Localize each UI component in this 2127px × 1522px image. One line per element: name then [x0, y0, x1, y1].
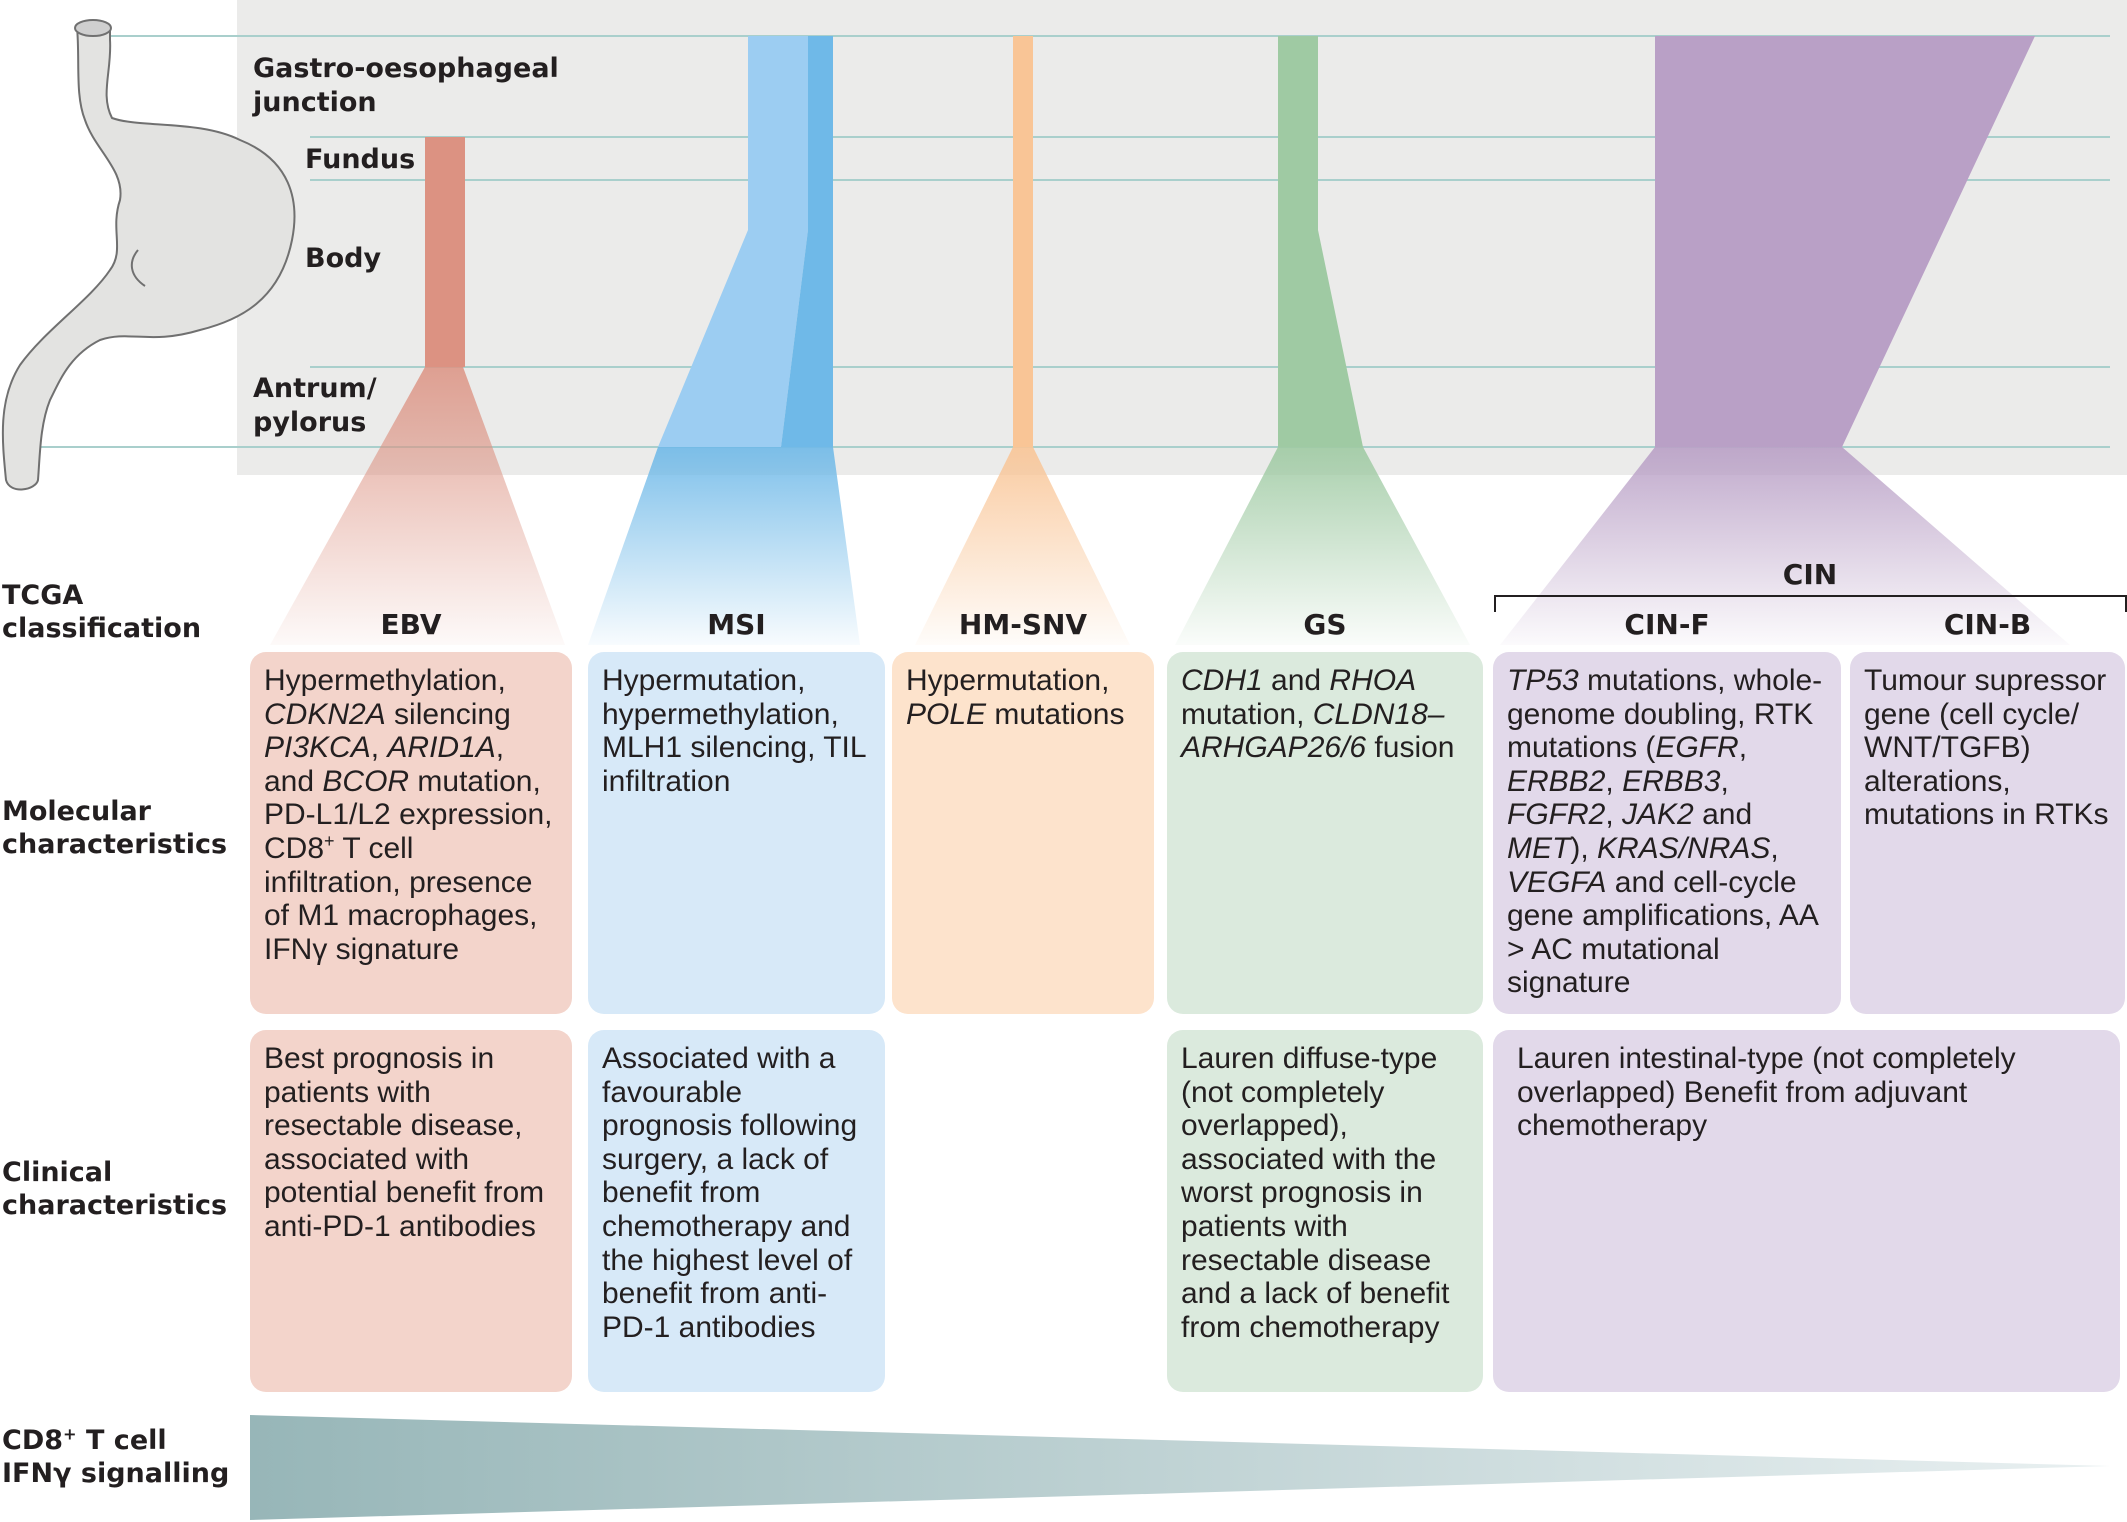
- region-fundus-label: Fundus: [305, 144, 416, 175]
- gs-funnel: [1175, 447, 1470, 645]
- row-label-clinical: Clinical characteristics: [2, 1157, 228, 1221]
- ebv-band: [425, 137, 465, 367]
- col-title-cin: CIN: [1782, 558, 1838, 591]
- msi-molecular-box: Hypermutation, hypermethylation, MLH1 si…: [588, 652, 885, 1014]
- row-label-tcga: TCGA classification: [2, 580, 202, 644]
- region-body-label: Body: [305, 243, 382, 274]
- col-title-cinb: CIN-B: [1943, 608, 2032, 641]
- stomach-icon: [1, 19, 296, 491]
- gs-molecular-box: CDH1 and RHOA mutation, CLDN18– ARHGAP26…: [1167, 652, 1483, 1014]
- cin-clinical-box: Lauren intestinal-type (not completely o…: [1493, 1030, 2120, 1392]
- ebv-clinical-box: Best prognosis in patients with resectab…: [250, 1030, 572, 1392]
- gs-band: [1278, 36, 1363, 447]
- row-label-gradient: CD8+ T cell IFNγ signalling: [2, 1424, 230, 1489]
- region-gej-label: Gastro-oesophageal junction: [253, 53, 559, 119]
- row-label-molecular: Molecular characteristics: [2, 796, 228, 860]
- msi-band-dark: [781, 36, 833, 447]
- cin-band: [1655, 36, 2035, 447]
- msi-band-light: [658, 36, 808, 447]
- col-title-hmsnv: HM-SNV: [958, 608, 1088, 641]
- col-title-msi: MSI: [707, 608, 766, 641]
- region-antrum-label: Antrum/ pylorus: [253, 373, 377, 439]
- hmsnv-molecular-box: Hypermutation, POLE mutations: [892, 652, 1154, 1014]
- cinf-molecular-box: TP53 mutations, whole-genome doubling, R…: [1493, 652, 1841, 1014]
- cinb-molecular-box: Tumour supressor gene (cell cycle/ WNT/T…: [1850, 652, 2125, 1014]
- ebv-funnel: [270, 367, 565, 645]
- cd8-ifng-gradient: [250, 1415, 2110, 1520]
- cin-bracket: [1494, 595, 2127, 612]
- msi-clinical-box: Associated with a favourable prognosis f…: [588, 1030, 885, 1392]
- msi-funnel: [588, 447, 860, 645]
- col-title-ebv: EBV: [380, 608, 442, 641]
- hmsnv-funnel: [915, 447, 1130, 645]
- col-title-cinf: CIN-F: [1624, 608, 1710, 641]
- ebv-molecular-box: Hypermethylation, CDKN2A silencing PI3KC…: [250, 652, 572, 1014]
- gs-clinical-box: Lauren diffuse-type (not completely over…: [1167, 1030, 1483, 1392]
- hmsnv-band: [1013, 36, 1033, 447]
- col-title-gs: GS: [1303, 608, 1347, 641]
